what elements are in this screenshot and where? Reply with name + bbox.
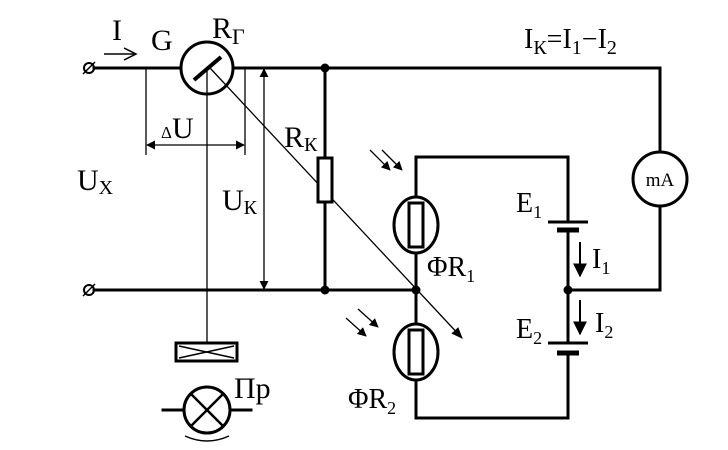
light-arrows-fr1 [369, 149, 403, 171]
label-fr1: ΦR1 [427, 252, 475, 286]
label-delta-u: ΔU [161, 112, 194, 145]
label-regulator: Пр [234, 372, 271, 405]
light-ray [209, 67, 463, 339]
photoresistor-fr1 [392, 195, 440, 255]
label-milliammeter: mA [646, 170, 675, 191]
junction-dots [320, 63, 573, 295]
wires [92, 66, 662, 420]
current-arrow-i [104, 47, 138, 61]
label-e1: E1 [516, 188, 542, 222]
battery-e1 [548, 220, 588, 233]
label-i1: I1 [592, 244, 610, 278]
light-arrows-fr2 [345, 308, 379, 337]
label-ik-formula: IК=I1−I2 [524, 24, 617, 59]
label-current-in: I [112, 14, 122, 47]
label-e2: E2 [516, 314, 542, 348]
photoresistor-fr2 [392, 322, 440, 382]
regulator [174, 341, 239, 363]
label-rk: RК [284, 121, 318, 156]
label-rg: RГ [212, 12, 245, 49]
label-i2: I2 [595, 308, 613, 342]
label-galvanometer: G [151, 24, 173, 57]
lamp [161, 385, 253, 442]
delta-u-dimension [145, 68, 246, 155]
milliammeter [631, 150, 689, 208]
battery-e2 [548, 341, 588, 356]
label-uk: UК [222, 184, 258, 219]
resistor-rk [316, 156, 334, 204]
u-k-dimension [246, 67, 275, 290]
label-fr2: ΦR2 [348, 384, 396, 418]
label-ux: UХ [77, 164, 114, 199]
